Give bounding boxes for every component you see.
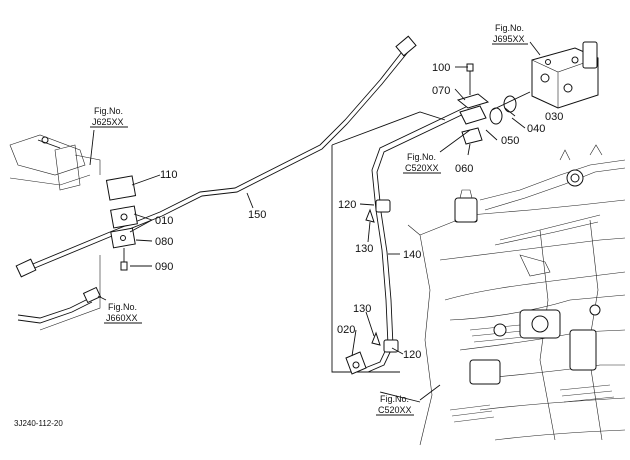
figref-j695-line2: J695XX [493,34,525,44]
callout-030: 030 [545,111,563,123]
callout-050: 050 [501,135,519,147]
callout-140: 140 [403,249,421,261]
figref-j625-line1: Fig.No. [94,106,123,116]
callout-130-lower: 130 [353,303,371,315]
figref-c520-lower-line2: C520XX [378,405,412,415]
callout-010: 010 [155,215,173,227]
callout-100: 100 [432,62,450,74]
figref-c520-upper-line1: Fig.No. [407,152,436,162]
figure-references: Fig.No. J695XX Fig.No. J625XX Fig.No. C5… [90,23,528,416]
drawing-code: 3J240-112-20 [14,419,63,428]
callout-020: 020 [337,324,355,336]
figref-j660-line1: Fig.No. [108,302,137,312]
fitting-stack-drawing [456,63,531,145]
figref-j625-line2: J625XX [92,117,124,127]
control-valve-drawing [531,41,599,109]
callout-090: 090 [155,261,173,273]
leader-lines [89,41,541,403]
callout-120-upper: 120 [338,199,356,211]
callout-150: 150 [248,209,266,221]
callout-040: 040 [527,123,545,135]
callout-060: 060 [455,163,473,175]
figref-c520-upper-line2: C520XX [405,163,439,173]
figref-j695-line1: Fig.No. [495,23,524,33]
callout-070: 070 [432,85,450,97]
callout-110: 110 [160,169,178,181]
callout-130-upper: 130 [355,243,373,255]
pipe-140 [364,104,471,369]
callout-080: 080 [155,236,173,248]
callout-120-lower: 120 [403,349,421,361]
tractor-body-drawing [407,144,626,446]
callout-labels: 100 070 030 040 050 060 110 010 080 090 … [155,62,563,361]
figref-j660-line2: J660XX [106,313,138,323]
figref-c520-lower-line1: Fig.No. [380,394,409,404]
left-bracket-drawing [9,134,138,271]
